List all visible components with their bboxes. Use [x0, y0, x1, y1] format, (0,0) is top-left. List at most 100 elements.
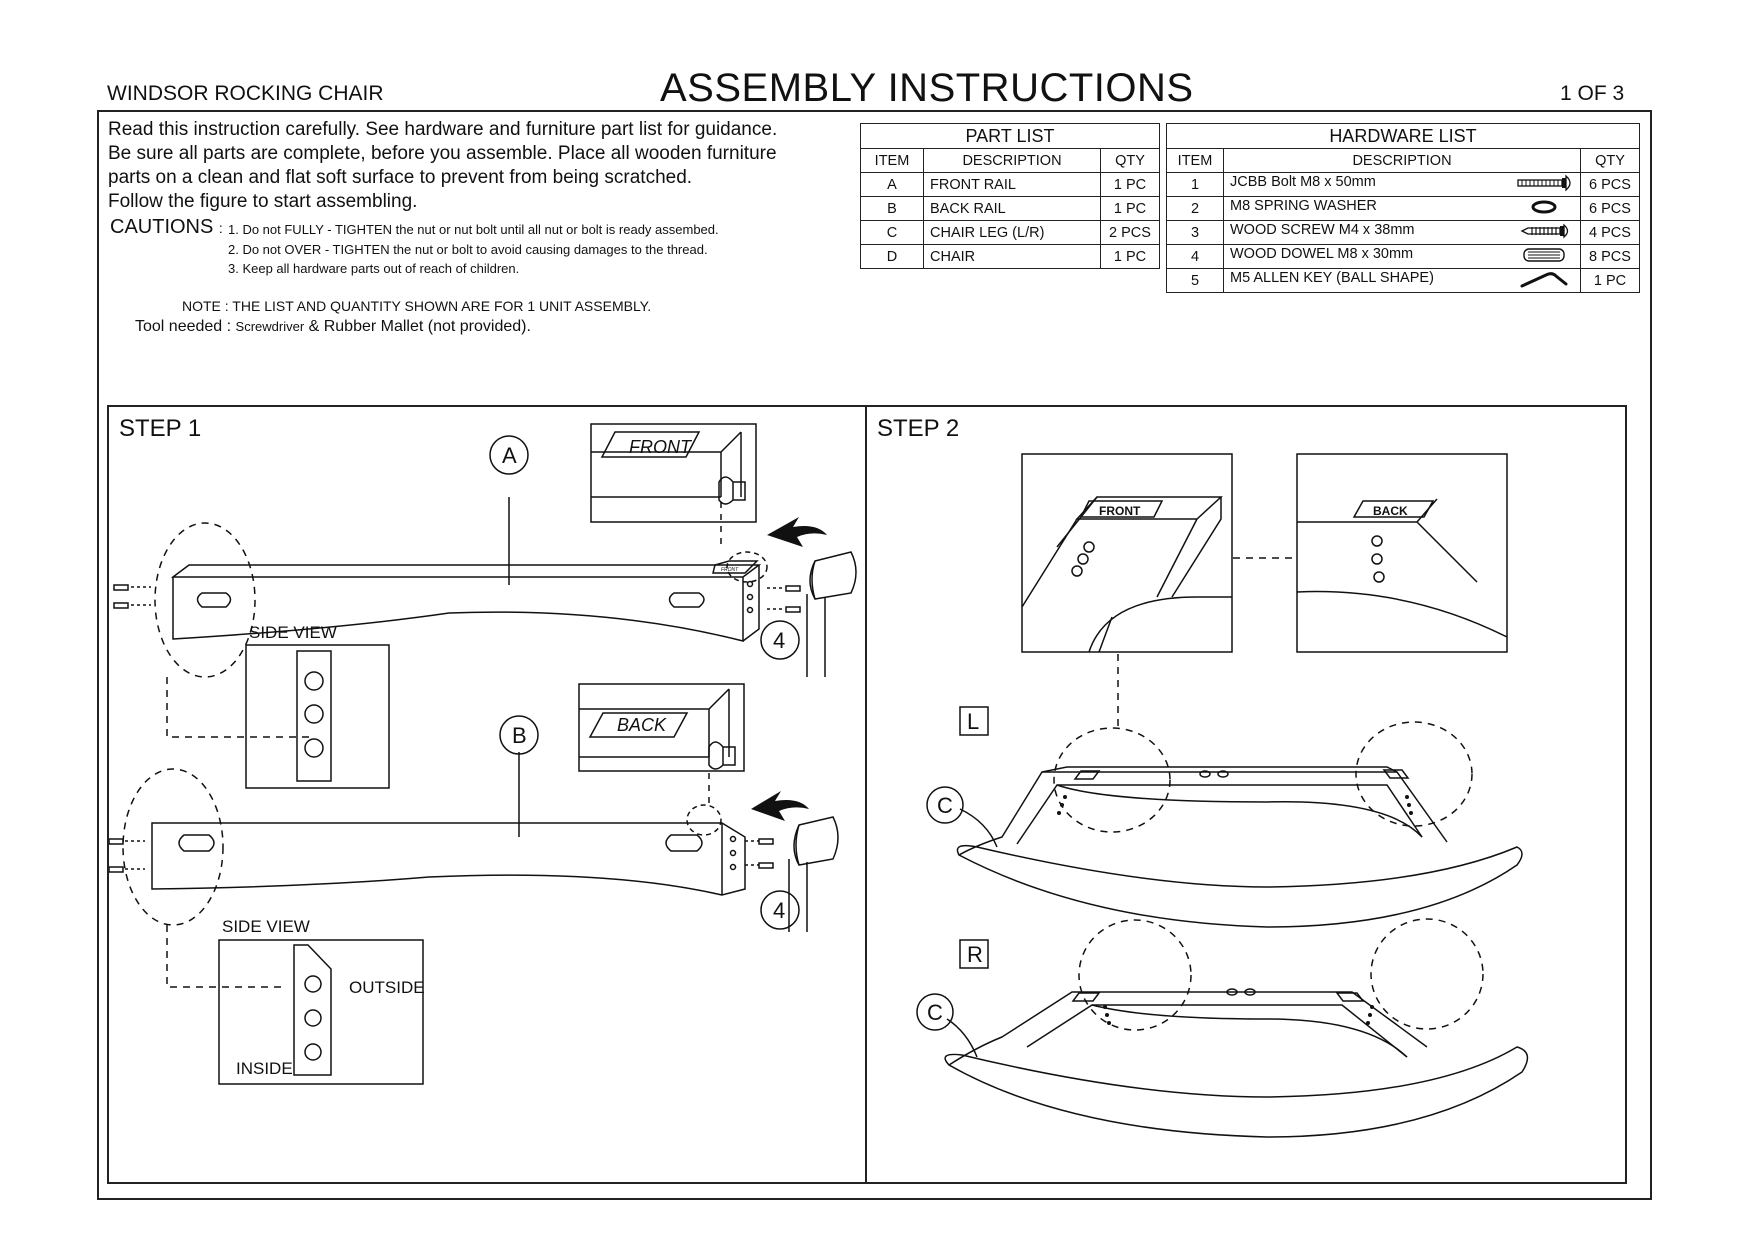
front-tag-inset — [590, 423, 757, 547]
cautions-heading: CAUTIONS : — [110, 216, 223, 239]
dowel-ref-label: 4 — [773, 898, 785, 923]
tools-prefix: Tool needed : — [135, 318, 236, 335]
hw-item: 4 — [1166, 244, 1224, 269]
part-label-c: C — [937, 793, 953, 818]
part-item: B — [860, 196, 924, 221]
step-1-panel: STEP 1 — [107, 405, 867, 1184]
hardware-list-caption: HARDWARE LIST — [1166, 123, 1640, 149]
part-label-c: C — [927, 1000, 943, 1025]
front-tag-text: FRONT — [629, 437, 693, 457]
cautions-separator: : — [218, 220, 223, 236]
side-view-label: SIDE VIEW — [222, 917, 310, 936]
part-desc: FRONT RAIL — [923, 172, 1101, 197]
part-item: C — [860, 220, 924, 245]
hw-qty: 6 PCS — [1580, 196, 1640, 221]
part-qty: 1 PC — [1100, 172, 1160, 197]
table-row: B BACK RAIL 1 PC — [860, 196, 1160, 221]
screw-icon — [1516, 222, 1574, 244]
tool-screwdriver: Screwdriver — [235, 319, 305, 334]
front-leg-inset — [1021, 453, 1233, 653]
table-row: 1 JCBB Bolt M8 x 50mm 6 PCS — [1166, 172, 1640, 197]
intro-text: Read this instruction carefully. See har… — [108, 118, 848, 214]
hw-qty: 8 PCS — [1580, 244, 1640, 269]
hw-desc: M5 ALLEN KEY (BALL SHAPE) — [1230, 269, 1434, 286]
dowel-icon — [1516, 246, 1574, 268]
step-1-label: STEP 1 — [119, 415, 202, 442]
hw-desc-cell: M8 SPRING WASHER — [1223, 196, 1581, 221]
col-description: DESCRIPTION — [923, 148, 1101, 173]
left-label: L — [967, 709, 979, 734]
step-2-diagram: FRONT BACK L R C C — [916, 453, 1529, 1138]
quantity-note: NOTE : THE LIST AND QUANTITY SHOWN ARE F… — [182, 298, 652, 314]
dowel-ref-label: 4 — [773, 628, 785, 653]
front-tag-text: FRONT — [1099, 504, 1141, 518]
step-2-label: STEP 2 — [877, 415, 960, 442]
mallet-icon — [788, 816, 839, 932]
hw-desc-cell: WOOD DOWEL M8 x 30mm — [1223, 244, 1581, 269]
hw-desc: WOOD SCREW M4 x 38mm — [1230, 221, 1415, 238]
hw-item: 1 — [1166, 172, 1224, 197]
hw-qty: 6 PCS — [1580, 172, 1640, 197]
side-view-b — [218, 939, 424, 1085]
inside-label: INSIDE — [236, 1059, 293, 1078]
tool-mallet: & Rubber Mallet (not provided). — [304, 318, 531, 335]
chair-leg-right — [916, 918, 1529, 1138]
rail-b — [109, 715, 774, 988]
hardware-list-table: HARDWARE LIST ITEM DESCRIPTION QTY 1 JCB… — [1166, 123, 1640, 293]
hw-desc: M8 SPRING WASHER — [1230, 197, 1377, 214]
intro-line: Read this instruction carefully. See har… — [108, 119, 778, 140]
chair-leg-left — [926, 706, 1523, 928]
table-row: 4 WOOD DOWEL M8 x 30mm 8 PCS — [1166, 244, 1640, 269]
caution-item: 3. Keep all hardware parts out of reach … — [228, 261, 520, 276]
part-desc: CHAIR — [923, 244, 1101, 269]
col-qty: QTY — [1100, 148, 1160, 173]
hw-desc-cell: JCBB Bolt M8 x 50mm — [1223, 172, 1581, 197]
hw-item: 5 — [1166, 268, 1224, 293]
cautions-label: CAUTIONS — [110, 216, 214, 238]
part-desc: CHAIR LEG (L/R) — [923, 220, 1101, 245]
tools-needed: Tool needed : Screwdriver & Rubber Malle… — [135, 318, 531, 336]
intro-line: parts on a clean and flat soft surface t… — [108, 167, 693, 188]
part-qty: 1 PC — [1100, 244, 1160, 269]
hw-desc: WOOD DOWEL M8 x 30mm — [1230, 245, 1414, 262]
caution-item: 1. Do not FULLY - TIGHTEN the nut or nut… — [228, 222, 719, 237]
mallet-icon — [806, 551, 857, 677]
part-item: A — [860, 172, 924, 197]
back-leg-inset — [1296, 453, 1508, 653]
page-number: 1 OF 3 — [1560, 82, 1625, 105]
hw-desc-cell: WOOD SCREW M4 x 38mm — [1223, 220, 1581, 245]
part-desc: BACK RAIL — [923, 196, 1101, 221]
step-2-panel: STEP 2 — [867, 405, 1627, 1184]
part-list-caption: PART LIST — [860, 123, 1160, 149]
bolt-icon — [1516, 174, 1574, 196]
part-list-table: PART LIST ITEM DESCRIPTION QTY A FRONT R… — [860, 123, 1160, 269]
right-label: R — [967, 942, 983, 967]
cautions-list: 1. Do not FULLY - TIGHTEN the nut or nut… — [228, 220, 719, 279]
col-qty: QTY — [1580, 148, 1640, 173]
table-row: 5 M5 ALLEN KEY (BALL SHAPE) 1 PC — [1166, 268, 1640, 293]
col-description: DESCRIPTION — [1223, 148, 1581, 173]
table-row: C CHAIR LEG (L/R) 2 PCS — [860, 220, 1160, 245]
outside-label: OUTSIDE — [349, 978, 425, 997]
part-qty: 2 PCS — [1100, 220, 1160, 245]
arrow-icon — [767, 517, 827, 547]
hw-qty: 1 PC — [1580, 268, 1640, 293]
allen-key-icon — [1516, 270, 1574, 292]
page-frame — [97, 110, 1652, 1200]
washer-icon — [1516, 198, 1574, 220]
col-item: ITEM — [860, 148, 924, 173]
table-row: A FRONT RAIL 1 PC — [860, 172, 1160, 197]
arrow-icon — [751, 791, 809, 821]
table-row: D CHAIR 1 PC — [860, 244, 1160, 269]
product-name: WINDSOR ROCKING CHAIR — [107, 82, 384, 105]
hw-item: 2 — [1166, 196, 1224, 221]
table-row: 3 WOOD SCREW M4 x 38mm 4 PCS — [1166, 220, 1640, 245]
part-label-b: B — [512, 723, 527, 748]
table-row: 2 M8 SPRING WASHER 6 PCS — [1166, 196, 1640, 221]
step-1-diagram: FRONT BACK FRONT A B 4 4 SIDE VIEW SIDE … — [109, 423, 857, 1085]
caution-item: 2. Do not OVER - TIGHTEN the nut or bolt… — [228, 241, 708, 257]
part-label-a: A — [502, 443, 517, 468]
col-item: ITEM — [1166, 148, 1224, 173]
rail-front-tag-text: FRONT — [721, 567, 739, 573]
hw-item: 3 — [1166, 220, 1224, 245]
